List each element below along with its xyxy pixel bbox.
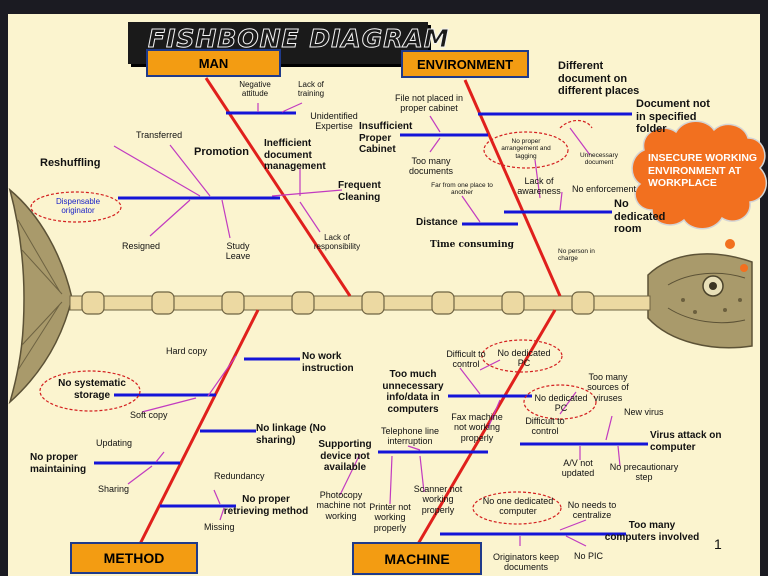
- effect-label: INSECURE WORKING ENVIRONMENT AT WORKPLAC…: [648, 152, 758, 190]
- cause-file-not-in-cabinet: File not placed in proper cabinet: [394, 93, 464, 114]
- cause-printer-not-working: Printer not working properly: [369, 502, 411, 533]
- cause-insufficient-proper-cabinet: Insufficient Proper Cabinet: [359, 121, 413, 155]
- highlight-ellipses: [30, 119, 597, 525]
- cause-too-much-unnecessary-info: Too much unnecessary info/data in comput…: [382, 369, 444, 415]
- cause-transferred: Transferred: [136, 130, 183, 140]
- cause-lack-of-awareness: Lack of awareness: [517, 176, 561, 197]
- cause-no-dedicated-pc-1: No dedicated PC: [497, 348, 551, 369]
- cause-originators-keep-documents: Originators keep documents: [492, 552, 560, 573]
- cause-no-work-instruction: No work instruction: [302, 351, 354, 374]
- cause-no-dedicated-room: No dedicated room: [614, 198, 666, 236]
- cause-virus-attack: Virus attack on computer: [650, 430, 722, 453]
- cause-reshuffling: Reshuffling: [40, 157, 101, 169]
- diagram-title: FISHBONE DIAGRAM: [148, 24, 450, 54]
- cause-too-many-computers: Too many computers involved: [604, 520, 700, 543]
- page-number: 1: [714, 536, 722, 552]
- cause-no-enforcement: No enforcement: [572, 184, 637, 194]
- cause-telephone-line: Telephone line interruption: [380, 426, 440, 447]
- cause-no-pic: No PIC: [574, 551, 604, 561]
- cause-difficult-to-control-2: Difficult to control: [525, 416, 565, 437]
- fish-spine: [69, 291, 651, 315]
- cause-different-document-places: Different document on different places: [558, 60, 640, 98]
- sub-bones: [94, 111, 648, 536]
- cause-negative-attitude: Negative attitude: [239, 80, 271, 99]
- cause-inefficient-document-management: Inefficient document management: [264, 138, 326, 172]
- cause-unnecessary-document: Unnecessary document: [580, 152, 618, 167]
- cause-soft-copy: Soft copy: [130, 410, 168, 420]
- cause-distance: Distance: [416, 217, 458, 228]
- effect-burst: [631, 120, 768, 272]
- category-method: METHOD: [70, 542, 198, 574]
- cause-new-virus: New virus: [624, 407, 664, 417]
- category-man: MAN: [146, 49, 281, 77]
- cause-too-many-documents: Too many documents: [408, 156, 454, 177]
- cause-no-proper-maintaining: No proper maintaining: [30, 452, 87, 475]
- cause-photocopy-machine: Photocopy machine not working: [316, 490, 366, 521]
- cause-lack-of-responsibility: Lack of responsibility: [313, 233, 361, 252]
- cause-unidentified-expertise: Unidentified Expertise: [310, 111, 358, 132]
- cause-sharing: Sharing: [98, 484, 130, 494]
- cause-no-proper-arrangement: No proper arrangement and tagging: [501, 138, 551, 160]
- cause-scanner-not-working: Scanner not working properly: [413, 484, 463, 515]
- cause-no-systematic-storage: No systematic storage: [58, 378, 126, 401]
- cause-document-not-in-folder: Document not in specified folder: [636, 98, 710, 136]
- cause-redundancy: Redundancy: [214, 471, 265, 481]
- fish-tail: [8, 187, 73, 405]
- cause-frequent-cleaning: Frequent Cleaning: [338, 180, 381, 203]
- cause-no-linkage: No linkage (No sharing): [256, 423, 327, 446]
- cause-updating: Updating: [96, 438, 133, 448]
- cause-fax-machine: Fax machine not working properly: [451, 412, 503, 443]
- cause-difficult-to-control-1: Difficult to control: [446, 349, 486, 370]
- category-environment: ENVIRONMENT: [401, 50, 529, 78]
- connectors: [113, 102, 621, 547]
- cause-no-person-in-charge: No person in charge: [558, 248, 595, 263]
- cause-study-leave: Study Leave: [225, 241, 251, 262]
- cause-dispensable-originator: Dispensable originator: [55, 197, 101, 216]
- cause-missing: Missing: [204, 522, 235, 532]
- category-machine: MACHINE: [352, 542, 482, 575]
- diagram-board: [8, 14, 760, 576]
- cause-no-precautionary-step: No precautionary step: [609, 462, 679, 483]
- cause-supporting-device: Supporting device not available: [318, 439, 372, 473]
- cause-no-dedicated-pc-2: No dedicated PC: [534, 393, 588, 414]
- cause-no-proper-retrieving: No proper retrieving method: [223, 494, 309, 517]
- cause-lack-of-training: Lack of training: [297, 80, 325, 99]
- fish-head: [647, 253, 753, 349]
- cause-resigned: Resigned: [122, 241, 161, 251]
- cause-far-from-one-place: Far from one place to another: [431, 182, 493, 197]
- cause-too-many-sources-of-viruses: Too many sources of viruses: [587, 372, 629, 403]
- cause-time-consuming: Time consuming: [430, 240, 514, 250]
- cause-no-one-dedicated-computer: No one dedicated computer: [482, 496, 554, 517]
- cause-promotion: Promotion: [194, 146, 249, 158]
- cause-av-not-updated: A/V not updated: [561, 458, 595, 479]
- cause-no-needs-to-centralize: No needs to centralize: [567, 500, 617, 521]
- cause-hard-copy: Hard copy: [166, 346, 208, 356]
